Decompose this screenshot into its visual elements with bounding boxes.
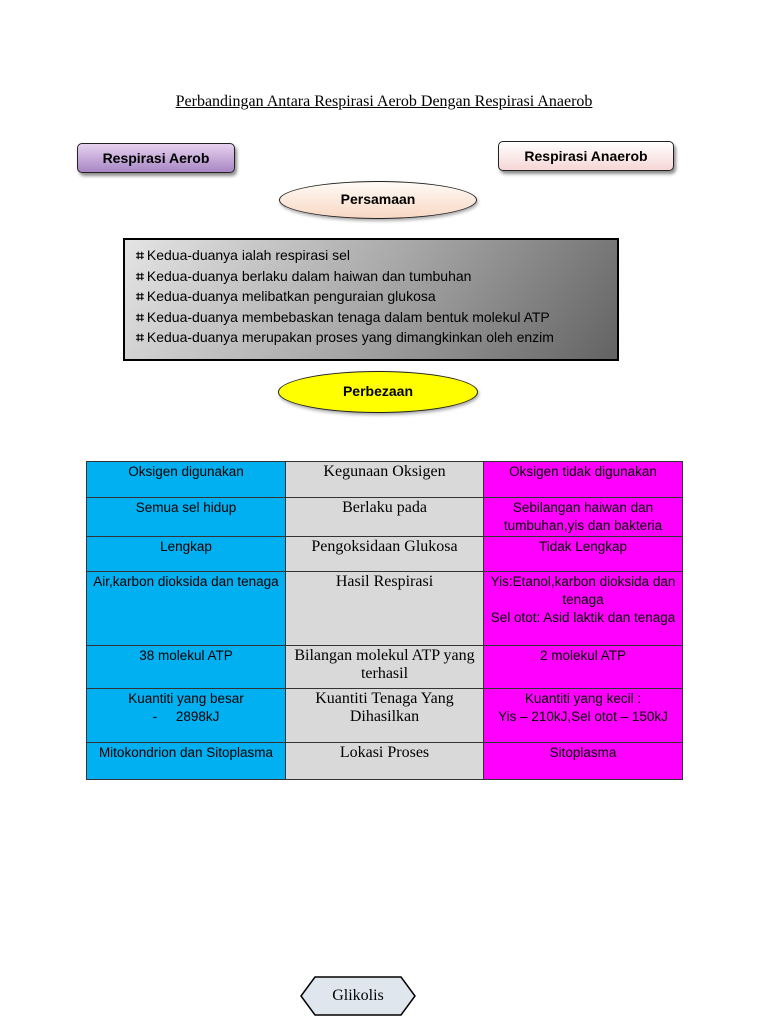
aspect-cell: Kuantiti Tenaga Yang Dihasilkan <box>285 688 484 743</box>
table-row: Semua sel hidup Berlaku pada Sebilangan … <box>86 497 683 537</box>
aerob-cell: Lengkap <box>86 536 286 572</box>
comparison-table: Oksigen digunakan Kegunaan Oksigen Oksig… <box>86 461 683 780</box>
aspect-cell: Kegunaan Oksigen <box>285 461 484 498</box>
hash-bullet-icon: ⌗ <box>136 308 144 325</box>
anaerob-cell: Kuantiti yang kecil :Yis – 210kJ,Sel oto… <box>483 688 683 743</box>
aerob-cell: Kuantiti yang besar- 2898kJ <box>86 688 286 743</box>
anaerob-cell: Tidak Lengkap <box>483 536 683 572</box>
hexagon-shape <box>300 976 416 1016</box>
aerob-cell: Oksigen digunakan <box>86 461 286 498</box>
aspect-cell: Bilangan molekul ATP yang terhasil <box>285 645 484 689</box>
persamaan-item: ⌗Kedua-duanya membebaskan tenaga dalam b… <box>136 308 550 325</box>
label-respirasi-anaerob: Respirasi Anaerob <box>498 141 674 171</box>
hash-bullet-icon: ⌗ <box>136 267 144 284</box>
table-row: Kuantiti yang besar- 2898kJ Kuantiti Ten… <box>86 688 683 743</box>
anaerob-cell: Sebilangan haiwan dan tumbuhan,yis dan b… <box>483 497 683 537</box>
anaerob-cell: Sitoplasma <box>483 742 683 780</box>
aerob-cell: Mitokondrion dan Sitoplasma <box>86 742 286 780</box>
persamaan-box: ⌗Kedua-duanya ialah respirasi sel ⌗Kedua… <box>123 238 619 361</box>
aspect-cell: Hasil Respirasi <box>285 571 484 646</box>
hash-bullet-icon: ⌗ <box>136 329 144 345</box>
aspect-cell: Berlaku pada <box>285 497 484 537</box>
persamaan-item: ⌗Kedua-duanya ialah respirasi sel <box>136 247 351 263</box>
aspect-cell: Lokasi Proses <box>285 742 484 780</box>
table-row: Lengkap Pengoksidaan Glukosa Tidak Lengk… <box>86 536 683 572</box>
perbezaan-heading: Perbezaan <box>278 371 478 413</box>
aerob-cell: Semua sel hidup <box>86 497 286 537</box>
anaerob-cell: Oksigen tidak digunakan <box>483 461 683 498</box>
aerob-cell: Air,karbon dioksida dan tenaga <box>86 571 286 646</box>
persamaan-item: ⌗Kedua-duanya melibatkan penguraian gluk… <box>136 288 436 304</box>
table-row: Mitokondrion dan Sitoplasma Lokasi Prose… <box>86 742 683 780</box>
aspect-cell: Pengoksidaan Glukosa <box>285 536 484 572</box>
persamaan-item: ⌗Kedua-duanya berlaku dalam haiwan dan t… <box>136 267 472 284</box>
table-row: 38 molekul ATP Bilangan molekul ATP yang… <box>86 645 683 689</box>
persamaan-item: ⌗Kedua-duanya merupakan proses yang dima… <box>136 329 554 345</box>
aerob-cell: 38 molekul ATP <box>86 645 286 689</box>
label-respirasi-aerob: Respirasi Aerob <box>77 143 235 173</box>
table-row: Oksigen digunakan Kegunaan Oksigen Oksig… <box>86 461 683 498</box>
page-title: Perbandingan Antara Respirasi Aerob Deng… <box>175 93 593 110</box>
hash-bullet-icon: ⌗ <box>136 288 144 304</box>
anaerob-cell: 2 molekul ATP <box>483 645 683 689</box>
hash-bullet-icon: ⌗ <box>136 247 144 263</box>
table-row: Air,karbon dioksida dan tenaga Hasil Res… <box>86 571 683 646</box>
glikolis-label: Glikolis <box>332 987 384 1004</box>
persamaan-heading: Persamaan <box>279 181 477 219</box>
